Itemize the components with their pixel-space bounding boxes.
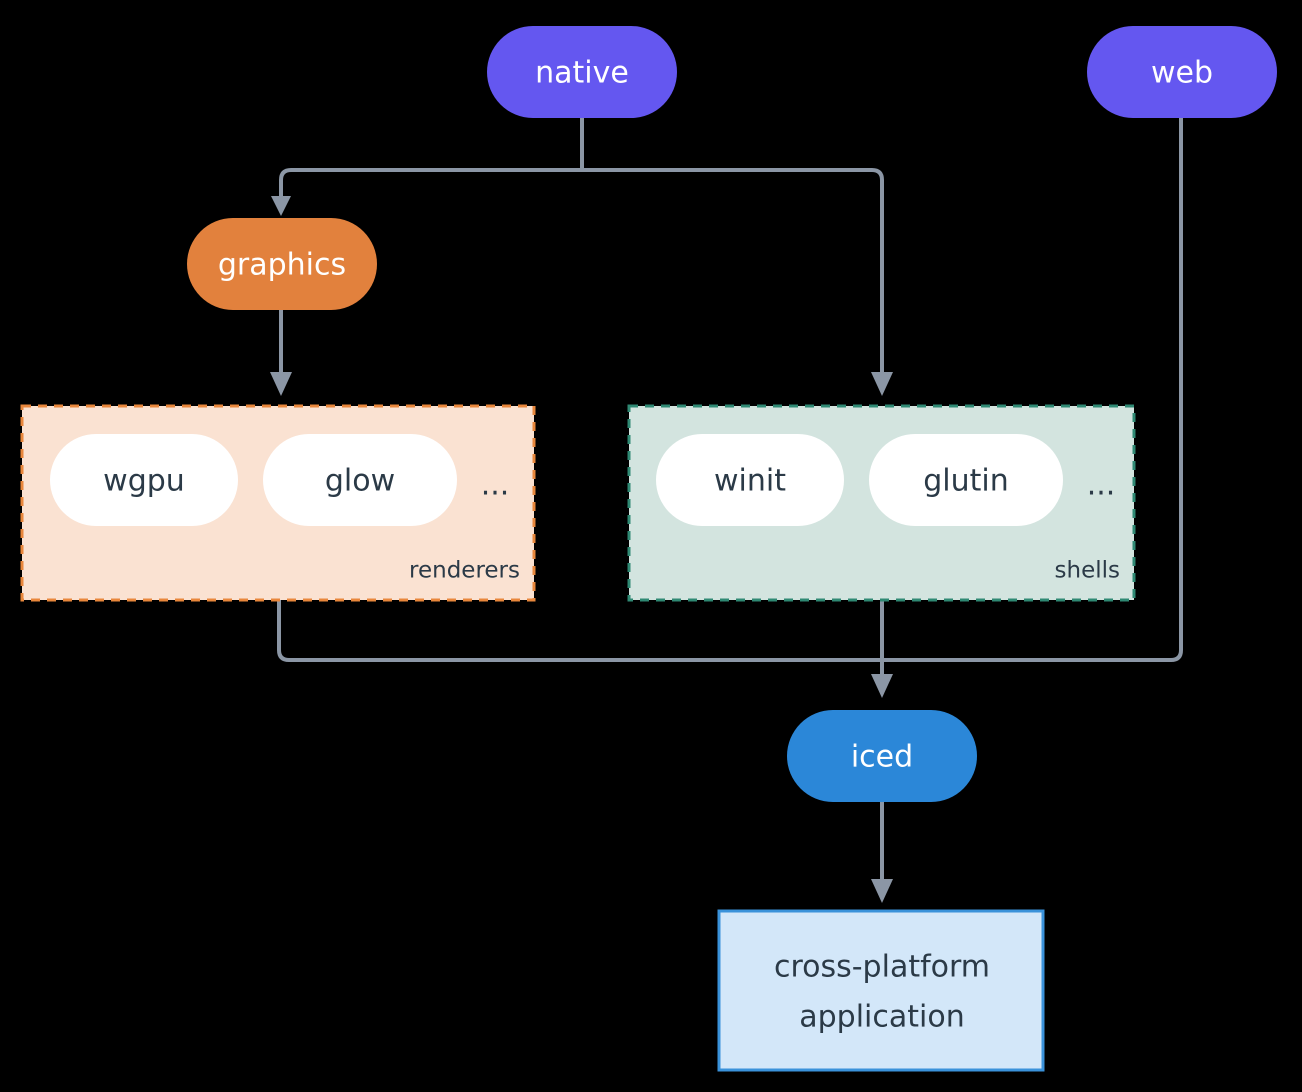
node-glutin-shape — [869, 434, 1063, 526]
node-cross-platform-application[interactable]: cross-platform application — [717, 909, 1045, 1072]
cluster-shells-label: shells — [1055, 558, 1120, 584]
node-winit-label: winit — [714, 464, 786, 499]
edge-layer — [270, 118, 1183, 903]
node-wgpu-shape — [50, 434, 238, 526]
node-native-label: native — [535, 56, 629, 91]
arrowhead-native-to-graphics — [271, 196, 291, 216]
node-native[interactable]: native — [487, 26, 677, 118]
node-web-shape — [1087, 26, 1277, 118]
node-winit-shape — [656, 434, 844, 526]
node-web[interactable]: web — [1087, 26, 1277, 118]
node-wgpu-label: wgpu — [103, 464, 185, 499]
node-glow-shape — [263, 434, 457, 526]
edge-web-to-iced — [882, 118, 1183, 662]
arrowhead-merge-to-iced — [871, 674, 893, 698]
arrowhead-graphics-to-renderers — [270, 372, 292, 396]
node-wgpu[interactable]: wgpu — [50, 434, 238, 526]
node-iced-shape — [787, 710, 977, 802]
node-glow[interactable]: glow — [263, 434, 457, 526]
node-native-shape — [487, 26, 677, 118]
node-web-label: web — [1151, 56, 1213, 91]
edge-native-to-shells — [582, 168, 884, 376]
node-graphics-shape — [187, 218, 377, 310]
shells-more-ellipsis: ... — [1087, 468, 1116, 503]
node-glutin[interactable]: glutin — [869, 434, 1063, 526]
node-graphics-label: graphics — [218, 248, 346, 283]
edge-renderers-to-iced — [277, 600, 882, 662]
renderers-more-ellipsis: ... — [481, 468, 510, 503]
edge-native-to-graphics — [279, 168, 582, 200]
node-glutin-label: glutin — [923, 464, 1009, 499]
node-iced[interactable]: iced — [787, 710, 977, 802]
node-glow-label: glow — [325, 464, 395, 499]
node-graphics[interactable]: graphics — [187, 218, 377, 310]
node-app-label-line1: cross-platform — [774, 950, 990, 985]
node-iced-label: iced — [851, 740, 913, 775]
arrowhead-native-to-shells — [871, 372, 893, 396]
arrowhead-iced-to-app — [871, 879, 893, 903]
node-winit[interactable]: winit — [656, 434, 844, 526]
cluster-renderers-label: renderers — [409, 558, 520, 584]
node-app-label-line2: application — [799, 1000, 964, 1035]
node-app-shape — [717, 909, 1045, 1072]
